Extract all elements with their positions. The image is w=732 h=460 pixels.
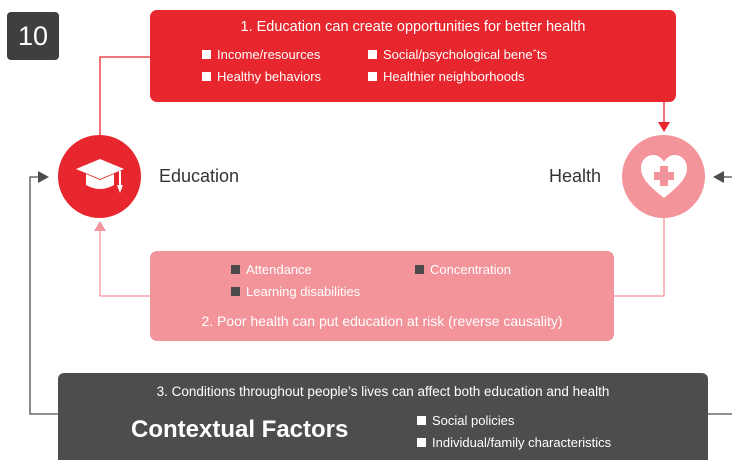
box2-item: Learning disabilities [231, 284, 360, 299]
education-to-health-box: 1. Education can create opportunities fo… [150, 10, 676, 102]
box3-item: Social policies [417, 413, 514, 428]
bullet-square-icon [417, 438, 426, 447]
box3-item: Individual/family characteristics [417, 435, 611, 450]
box1-item: Healthy behaviors [202, 69, 321, 84]
box1-item: Social/psychological beneˆts [368, 47, 547, 62]
figure-number-badge: 10 [7, 12, 59, 60]
bullet-square-icon [202, 72, 211, 81]
arrow-health-to-education [614, 218, 665, 297]
bullet-square-icon [368, 50, 377, 59]
box1-item: Income/resources [202, 47, 320, 62]
box3-title: 3. Conditions throughout people’s lives … [156, 384, 610, 399]
box2-item: Attendance [231, 262, 312, 277]
arrowhead-health-right [713, 171, 724, 183]
arrow-context-to-education [29, 176, 58, 415]
box2-title: 2. Poor health can put education at risk… [201, 313, 563, 329]
arrowhead-health-top [658, 122, 670, 132]
health-to-education-box: Attendance Concentration Learning disabi… [150, 251, 614, 341]
arrowhead-education-bottom [94, 221, 106, 231]
bullet-square-icon [202, 50, 211, 59]
health-label: Health [549, 166, 602, 186]
health-node [622, 135, 705, 218]
arrow-health-to-education-left [99, 229, 150, 297]
graduation-cap-icon [75, 158, 124, 193]
box1-item: Healthier neighborhoods [368, 69, 525, 84]
box1-title: 1. Education can create opportunities fo… [240, 19, 586, 35]
arrowhead-education-left [38, 171, 49, 183]
bullet-square-icon [368, 72, 377, 81]
bullet-square-icon [417, 416, 426, 425]
bullet-square-icon [231, 287, 240, 296]
education-node [58, 135, 141, 218]
bullet-square-icon [231, 265, 240, 274]
arrow-education-to-health [99, 56, 150, 135]
bullet-square-icon [415, 265, 424, 274]
contextual-factors-heading: Contextual Factors [131, 416, 349, 443]
heart-cross-icon [640, 154, 687, 198]
box2-item: Concentration [415, 262, 511, 277]
contextual-factors-box: 3. Conditions throughout people’s lives … [58, 373, 708, 460]
education-label: Education [159, 166, 240, 186]
